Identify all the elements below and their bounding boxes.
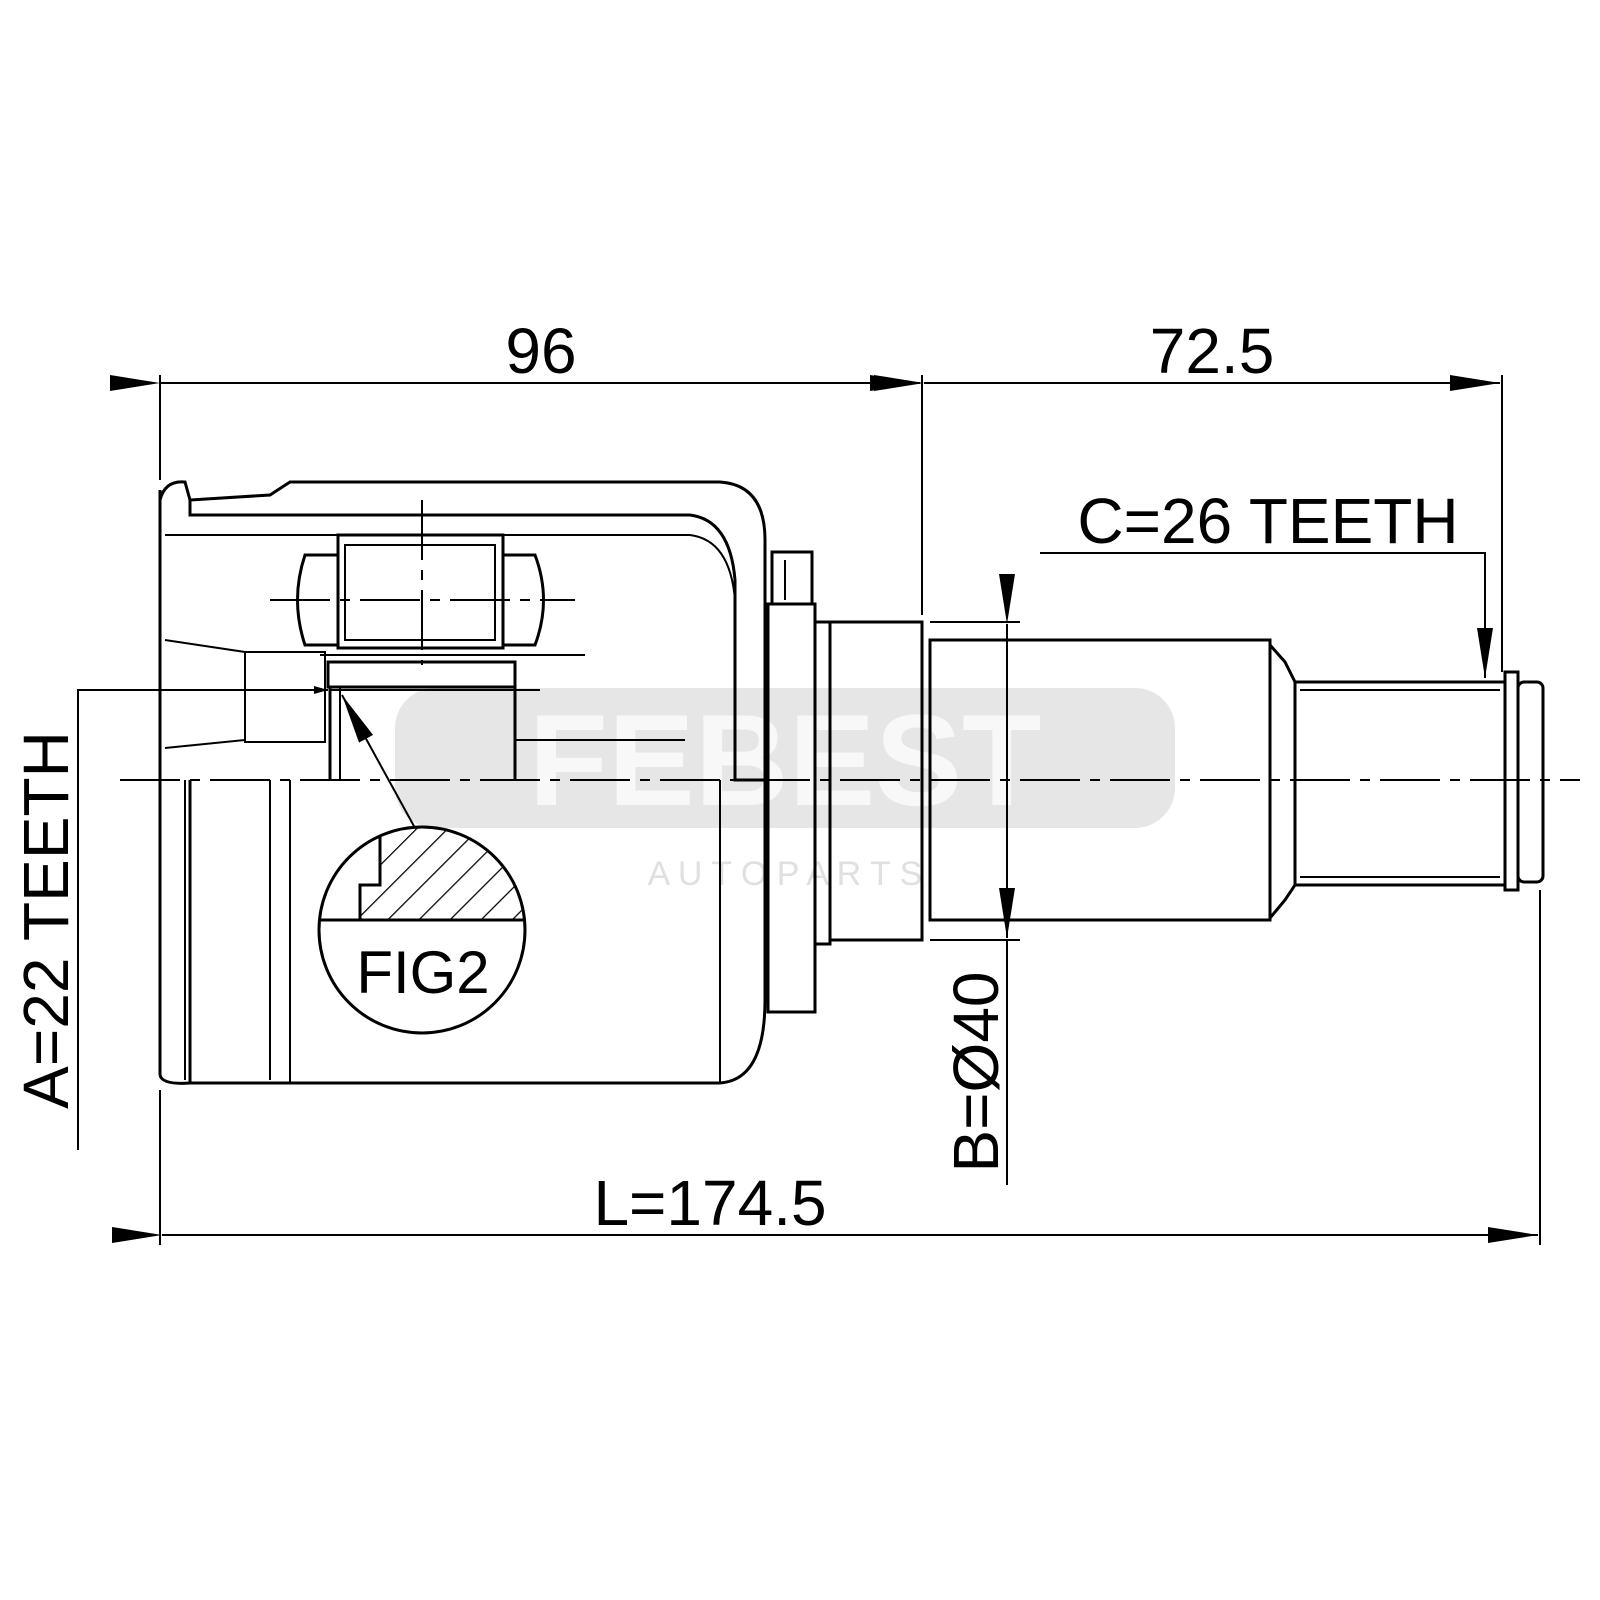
diameter-b-label: B=Ø40: [940, 971, 1012, 1172]
housing: [158, 480, 767, 1085]
shaft: [766, 550, 1545, 1014]
watermark: FEBEST A U T O P A R T S: [395, 687, 1175, 893]
fig2-detail: [317, 825, 527, 1035]
dim-72-5: 72.5: [1150, 315, 1275, 387]
spline-c-label: C=26 TEETH: [1077, 485, 1458, 557]
watermark-sub: A U T O P A R T S: [648, 855, 923, 893]
fig2-label: FIG2: [356, 939, 489, 1006]
dimensions: [77, 375, 1541, 1245]
watermark-brand: FEBEST: [529, 687, 1042, 833]
dim-96: 96: [505, 315, 576, 387]
spline-a-label: A=22 TEETH: [10, 731, 82, 1109]
total-length-label: L=174.5: [593, 1167, 826, 1239]
